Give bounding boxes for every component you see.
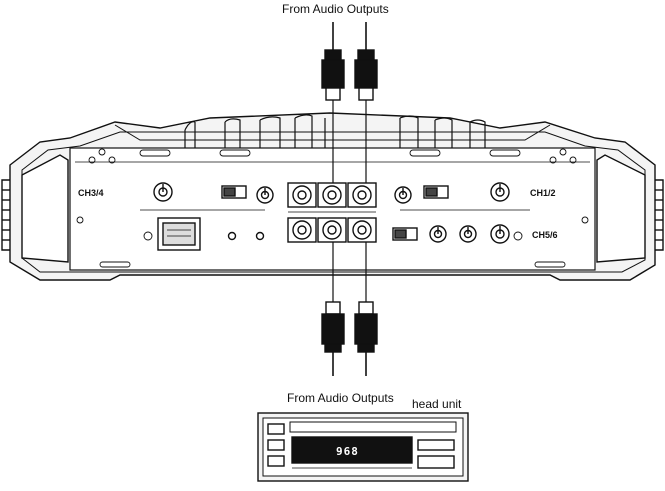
status-leds [227, 231, 265, 241]
rca-plug-icon [357, 343, 375, 353]
head-unit-button[interactable] [267, 455, 285, 467]
rca-plug-icon [324, 49, 342, 61]
head-unit-button[interactable] [267, 423, 285, 435]
remote-port[interactable] [157, 217, 201, 251]
bottom-rca-cables [321, 242, 378, 376]
bottom-source-label: From Audio Outputs [287, 391, 394, 405]
head-unit-button[interactable] [417, 455, 455, 469]
mode-switch-bottom[interactable] [392, 227, 418, 241]
bass-boost-knob[interactable] [459, 225, 477, 243]
head-unit-label: head unit [412, 397, 462, 411]
rca-plug-icon [357, 49, 375, 61]
level-knob-ch12[interactable] [490, 182, 510, 202]
label-ch56: CH5/6 [532, 230, 558, 240]
level-knob-ch56[interactable] [490, 224, 510, 244]
head-unit-display [291, 436, 413, 464]
crossover-knob-left[interactable] [256, 186, 274, 204]
left-fins [1, 154, 69, 263]
crossover-knob-right[interactable] [394, 186, 412, 204]
freq-knob[interactable] [429, 225, 447, 243]
head-unit-button[interactable] [267, 439, 285, 451]
head-unit: 968 [257, 412, 469, 482]
rca-plug-icon [324, 343, 342, 353]
right-fins [596, 154, 664, 263]
mode-switch-right[interactable] [423, 185, 449, 199]
vent-slots [99, 149, 566, 268]
label-ch34: CH3/4 [78, 188, 104, 198]
cd-slot [289, 421, 457, 433]
head-unit-button[interactable] [417, 439, 455, 451]
level-knob-ch34[interactable] [153, 182, 173, 202]
display-readout: 968 [336, 445, 359, 458]
mounting-screws [76, 148, 589, 241]
top-source-label: From Audio Outputs [282, 2, 389, 16]
label-ch12: CH1/2 [530, 188, 556, 198]
top-rca-cables [321, 22, 378, 183]
mode-switch-left[interactable] [221, 185, 247, 199]
rca-input-jacks-bottom[interactable] [287, 217, 377, 243]
rca-input-jacks-top[interactable] [287, 182, 377, 208]
